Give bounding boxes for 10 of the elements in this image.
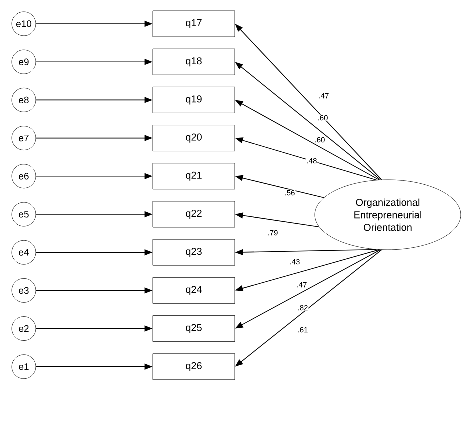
variable-box: q20 — [152, 125, 236, 152]
variable-box: q21 — [152, 163, 236, 190]
variable-box: q24 — [152, 278, 236, 304]
variable-box: q19 — [152, 87, 236, 114]
variable-box: q23 — [152, 239, 236, 266]
variable-box: q17 — [152, 10, 236, 38]
variable-box: q25 — [152, 316, 236, 342]
variable-box: q18 — [152, 48, 236, 76]
variable-box: q26 — [152, 354, 236, 380]
variable-box: q22 — [152, 201, 236, 228]
